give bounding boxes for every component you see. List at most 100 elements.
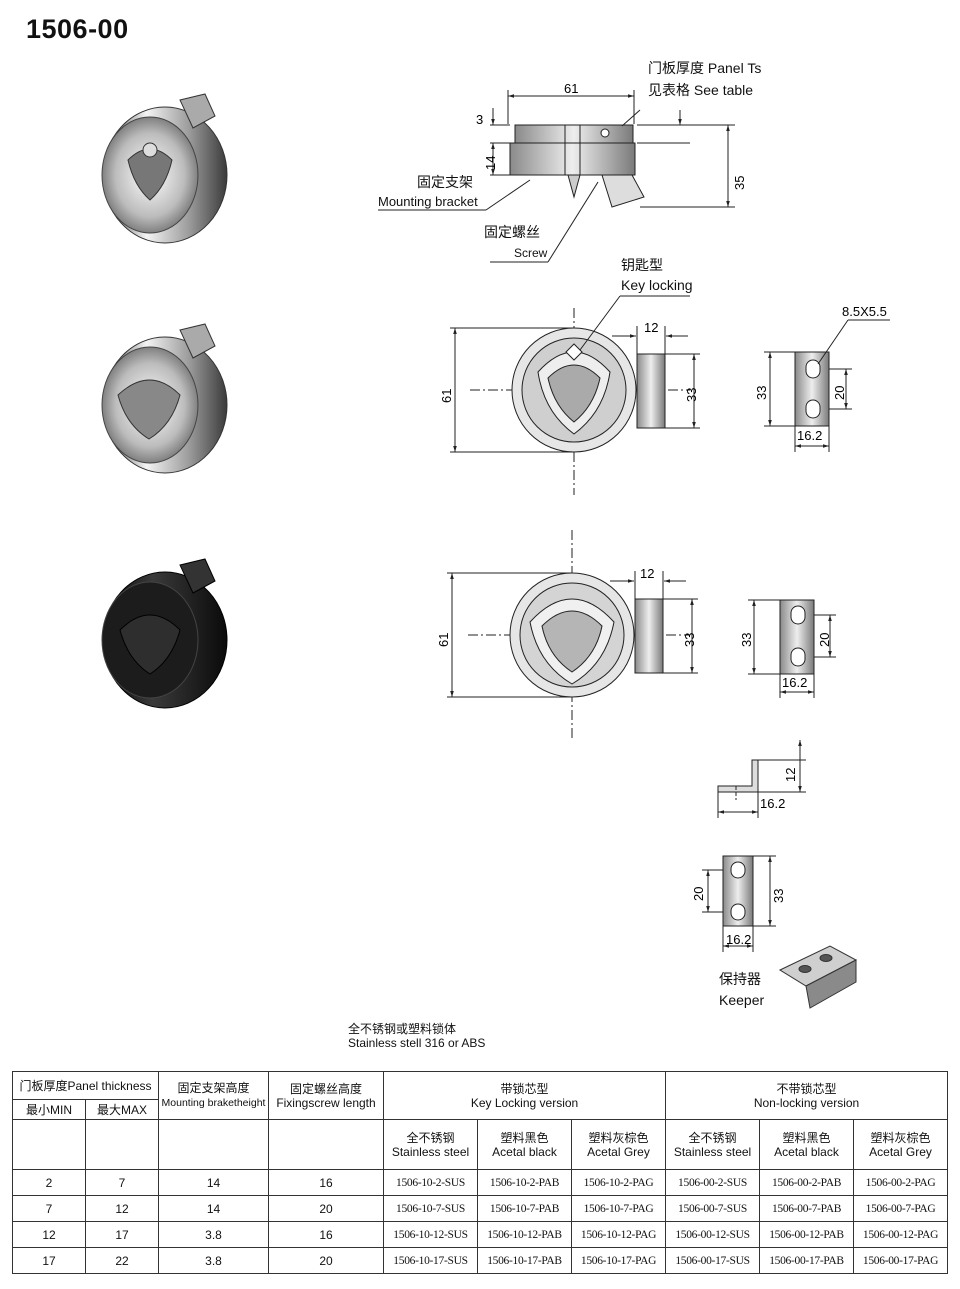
- dim-33-keeper2: 33: [739, 633, 754, 647]
- keeper-view-3: [702, 855, 776, 952]
- dim-12-front2: 12: [640, 566, 654, 581]
- dim-20-keeper3: 20: [691, 887, 706, 901]
- part-number: 1506-10-2-PAG: [570, 1169, 667, 1196]
- th-min: 最小MIN: [12, 1099, 86, 1120]
- part-number: 1506-00-12-PAB: [759, 1221, 855, 1248]
- dim-35: 35: [732, 176, 747, 190]
- part-number: 1506-00-2-PAB: [759, 1169, 855, 1196]
- product-code-title: 1506-00: [26, 14, 129, 44]
- part-number: 1506-00-17-PAB: [759, 1247, 855, 1274]
- keeper-view-2: [748, 599, 836, 698]
- th-mounting-height-en: Mounting braketheight: [161, 1097, 266, 1109]
- part-number: 1506-00-17-PAG: [853, 1247, 949, 1274]
- dim-slot-size: 8.5X5.5: [842, 304, 887, 319]
- keeper-profile: [717, 740, 806, 818]
- label-keeper-cn: 保持器: [719, 971, 761, 987]
- th-non-ss-en: Stainless steel: [673, 1144, 752, 1159]
- material-note-en: Stainless stell 316 or ABS: [348, 1036, 486, 1050]
- material-note-cn: 全不锈钢或塑料锁体: [348, 1022, 457, 1036]
- label-keeper-en: Keeper: [719, 992, 765, 1008]
- cell: 14: [158, 1195, 269, 1222]
- dim-12-front1: 12: [644, 320, 658, 335]
- dim-16-2-keeper3: 16.2: [726, 932, 751, 947]
- th-key-locking-cn: 带锁芯型: [500, 1081, 549, 1096]
- front-view-non-locking: [447, 530, 698, 740]
- part-number: 1506-10-17-PAG: [570, 1247, 667, 1274]
- th-mounting-height-cn: 固定支架高度: [177, 1081, 250, 1095]
- material-note: 全不锈钢或塑料锁体 Stainless stell 316 or ABS: [348, 1022, 485, 1050]
- dim-33-front1: 33: [684, 388, 699, 402]
- th-key-ag-cn: 塑料灰棕色: [588, 1130, 649, 1145]
- label-panel-ts: 门板厚度 Panel Ts: [648, 60, 762, 76]
- cell: 7: [12, 1195, 86, 1222]
- part-number: 1506-00-7-PAG: [853, 1195, 949, 1222]
- dim-61-side: 61: [564, 81, 578, 96]
- cell: 20: [268, 1195, 384, 1222]
- side-view-drawing: [378, 90, 735, 263]
- cell: 12: [85, 1195, 159, 1222]
- th-key-ss-en: Stainless steel: [391, 1144, 470, 1159]
- label-mounting-bracket-en: Mounting bracket: [378, 194, 478, 209]
- th-non-ss-cn: 全不锈钢: [688, 1130, 737, 1145]
- th-non-ag-cn: 塑料灰棕色: [870, 1130, 931, 1145]
- th-non-ab-en: Acetal black: [774, 1144, 839, 1159]
- keeper-view-1: [764, 319, 890, 452]
- part-number: 1506-10-7-SUS: [383, 1195, 478, 1222]
- th-screw-length-cn: 固定螺丝高度: [289, 1081, 362, 1096]
- dim-14: 14: [483, 156, 498, 170]
- dim-33-front2: 33: [682, 633, 697, 647]
- th-blank-2: [85, 1119, 159, 1170]
- cell: 22: [85, 1247, 159, 1274]
- part-number: 1506-00-7-PAB: [759, 1195, 855, 1222]
- cell: 3.8: [158, 1247, 269, 1274]
- th-blank-3: [158, 1119, 269, 1170]
- label-mounting-bracket-cn: 固定支架: [417, 174, 473, 190]
- th-non-locking-cn: 不带锁芯型: [776, 1081, 837, 1096]
- cell: 16: [268, 1221, 384, 1248]
- cell: 7: [85, 1169, 159, 1196]
- part-number: 1506-10-17-SUS: [383, 1247, 478, 1274]
- technical-drawing: 61 3 14 35 61 12 33: [101, 81, 890, 1009]
- label-screw-cn: 固定螺丝: [484, 224, 540, 240]
- product-photo-black: [101, 558, 228, 709]
- dim-16-2-keeper-profile: 16.2: [760, 796, 785, 811]
- part-number: 1506-10-7-PAG: [570, 1195, 667, 1222]
- dim-3: 3: [476, 112, 483, 127]
- part-number: 1506-00-7-SUS: [665, 1195, 761, 1222]
- label-see-table: 见表格 See table: [648, 82, 754, 98]
- dim-20-keeper2: 20: [817, 633, 832, 647]
- label-key-locking-en: Key locking: [621, 277, 693, 293]
- th-mounting-height: 固定支架高度 Mounting braketheight: [158, 1071, 269, 1120]
- th-blank-1: [12, 1119, 86, 1170]
- cell: 20: [268, 1247, 384, 1274]
- th-blank-4: [268, 1119, 384, 1170]
- part-number: 1506-10-7-PAB: [477, 1195, 572, 1222]
- part-number: 1506-00-2-SUS: [665, 1169, 761, 1196]
- cell: 16: [268, 1169, 384, 1196]
- cell: 14: [158, 1169, 269, 1196]
- product-photo-key-locking: [101, 93, 228, 244]
- part-number: 1506-10-17-PAB: [477, 1247, 572, 1274]
- cell: 3.8: [158, 1221, 269, 1248]
- cell: 17: [85, 1221, 159, 1248]
- dim-16-2-keeper2: 16.2: [782, 675, 807, 690]
- front-view-key-locking: [450, 295, 700, 495]
- dim-20-keeper1: 20: [832, 386, 847, 400]
- part-number: 1506-10-12-PAB: [477, 1221, 572, 1248]
- dim-16-2-keeper1: 16.2: [797, 428, 822, 443]
- cell: 17: [12, 1247, 86, 1274]
- th-non-locking-en: Non-locking version: [753, 1095, 860, 1110]
- dim-33-keeper1: 33: [754, 386, 769, 400]
- product-photo-non-locking: [101, 323, 228, 474]
- th-key-ss-cn: 全不锈钢: [406, 1130, 455, 1145]
